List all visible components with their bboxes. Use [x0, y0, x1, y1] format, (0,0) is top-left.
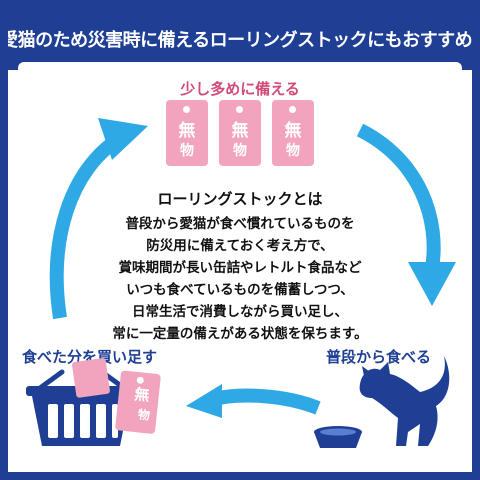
tag-hole [236, 106, 243, 113]
explanation-title: ローリングストックとは [157, 190, 323, 208]
tag-kanji-top: 無 [284, 121, 302, 141]
tag-1: 無 物 [166, 100, 208, 166]
tag-hole [183, 106, 190, 113]
top-label: 少し多めに備える [180, 80, 300, 98]
tag-kanji-bottom: 物 [180, 143, 194, 159]
tag-3: 無 物 [272, 100, 314, 166]
arrow-right-down [356, 123, 441, 270]
explanation-line: 賞味期間が長い缶詰やレトルト食品など [118, 260, 362, 276]
tag-kanji-top: 無 [178, 121, 196, 141]
tag-kanji-top: 無 [231, 121, 249, 141]
explanation-line: いつも食べているものを備蓄しつつ、 [126, 282, 354, 298]
header-banner: 愛猫のため災害時に備えるローリングストックにもおすすめ! [0, 0, 480, 70]
arrow-bottom-left-head [186, 384, 222, 418]
tag-2: 無 物 [219, 100, 261, 166]
food-bowl-icon [314, 426, 362, 448]
header-title: 愛猫のため災害時に備えるローリングストックにもおすすめ! [0, 30, 480, 51]
explanation-line: 常に一定量の備えがある状態を保ちます。 [112, 326, 368, 342]
explanation-line: 普段から愛猫が食べ慣れているものを [125, 216, 355, 232]
basket-tag-front [115, 370, 161, 434]
tag-kanji-bottom: 物 [286, 143, 300, 159]
explanation-line: 日常生活で消費しながら買い足し、 [132, 304, 348, 320]
tag-kanji-bottom: 物 [233, 143, 247, 159]
basket-tag-back [72, 358, 110, 398]
arrow-left-up-head [98, 118, 148, 160]
arrow-right-down-head [408, 262, 456, 306]
explanation-line: 防災用に備えておく考え方で、 [146, 238, 334, 254]
right-label: 普段から食べる [326, 348, 432, 366]
tag-hole [289, 106, 296, 113]
left-label: 食べた分を買い足す [22, 348, 158, 366]
cat-icon [359, 356, 450, 446]
arrow-left-up [49, 132, 124, 320]
